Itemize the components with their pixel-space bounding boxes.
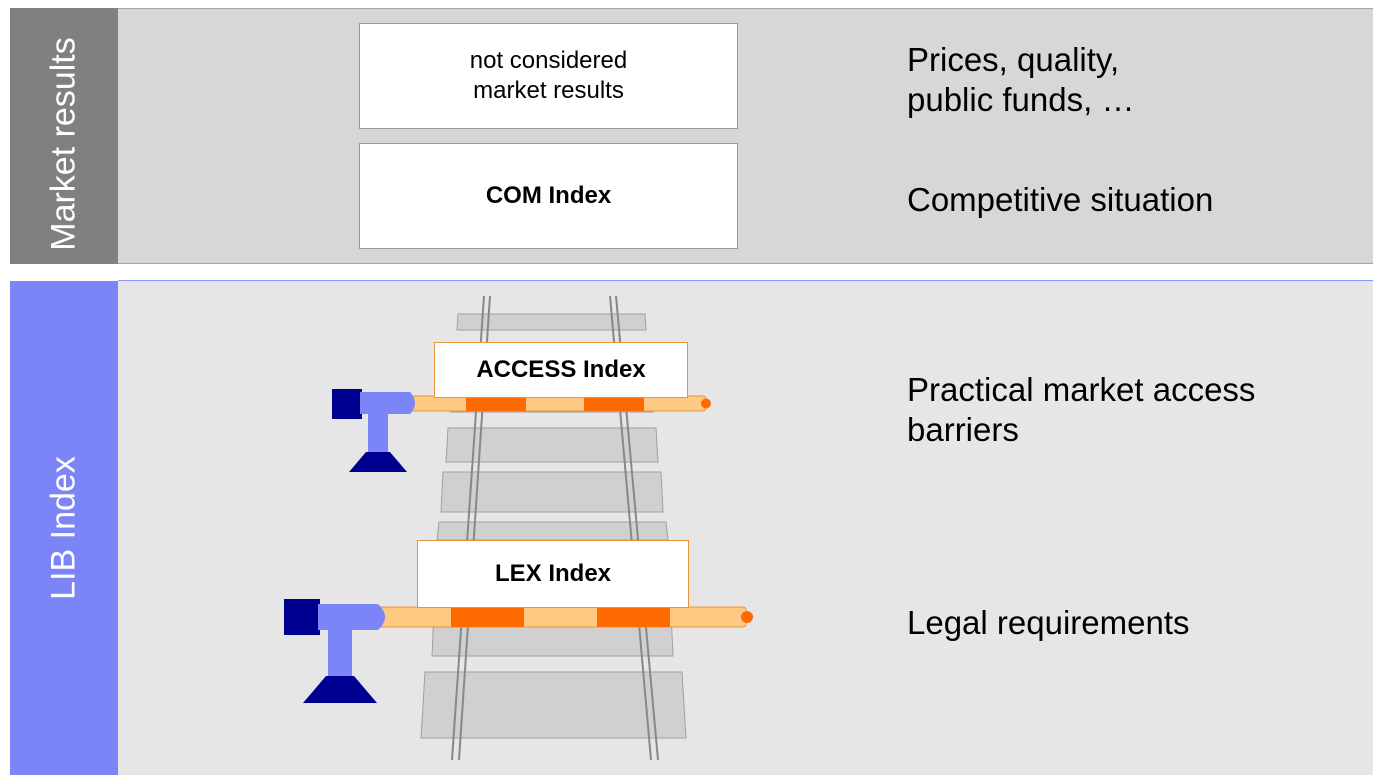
not-considered-box: not considered market results (359, 23, 738, 129)
prices-quality-text: Prices, quality, public funds, … (907, 41, 1135, 118)
access-index-box: ACCESS Index (434, 342, 688, 398)
access-index-text: ACCESS Index (476, 356, 646, 383)
legal-requirements-text: Legal requirements (907, 604, 1190, 641)
lex-barrier (284, 599, 753, 703)
market-results-panel (118, 8, 1373, 264)
lex-index-text: LEX Index (494, 560, 612, 587)
access-barrier-post (332, 389, 415, 472)
access-barrier (332, 389, 711, 472)
practical-barriers-text: Practical market access barriers (907, 371, 1256, 448)
lex-barrier-post (284, 599, 385, 703)
lib-index-sidebar: LIB Index (10, 281, 118, 775)
com-index-box: COM Index (359, 143, 738, 249)
competitive-situation-text: Competitive situation (907, 181, 1214, 218)
com-index-text: COM Index (485, 182, 612, 209)
market-results-sidebar: Market results (10, 8, 118, 264)
lex-index-box: LEX Index (417, 540, 689, 608)
not-considered-text: not considered market results (469, 47, 628, 104)
band-separator (118, 280, 1373, 281)
